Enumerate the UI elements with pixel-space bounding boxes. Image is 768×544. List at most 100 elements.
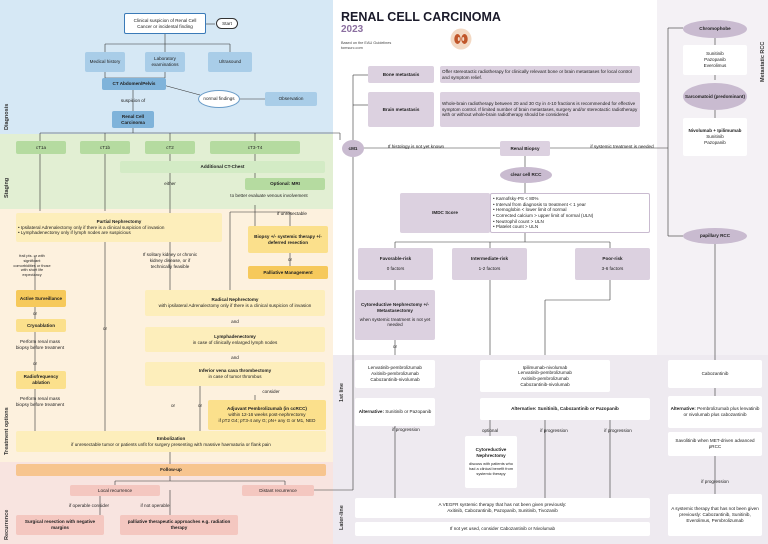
imdc-item-2-text: Interval from diagnosis to treatment < 1… — [495, 201, 586, 207]
int-alt-line: Alternative: Sunitinib, Cabozantinib or … — [511, 406, 619, 412]
ct1b-box: cT1b — [80, 141, 130, 154]
source-note: Based on the EAU Guidelines tomsurc.com — [341, 41, 391, 50]
imdc-item-1: • Karnofsky-PS < 80% — [493, 195, 539, 201]
sarcomatoid-treatment-box: Nivolumab + Ipilimumab Sunitinib Pazopan… — [683, 118, 747, 156]
first-line-label: 1st line — [339, 383, 345, 402]
ct-abdomen-box: CT Abdomen/Pelvis — [102, 78, 166, 90]
frail-note: frail pts. or with significant comorbidi… — [13, 254, 51, 278]
surgical-resection-box: Surgical resection with negative margins — [16, 515, 104, 535]
ct-chest-box: Additional CT-Chest — [120, 161, 325, 173]
papillary-oval: papillary RCC — [683, 228, 747, 244]
lymphadenectomy-box: Lymphadenectomy in case of clinically en… — [145, 327, 325, 352]
later-line-alternative-box: If not yet used, consider Cabozantinib o… — [355, 522, 650, 536]
optional-label: optional — [481, 427, 499, 433]
page-year: 2023 — [341, 24, 364, 35]
sarcomatoid-oval: Sarcomatoid (predominant) — [683, 83, 747, 110]
cytoreductive-later-box: Cytoreductive Nephrectomy discuss with p… — [465, 436, 517, 488]
adjuvant-title: Adjuvant Pembrolizumab (in ccRCC) — [227, 406, 307, 412]
if-progression-label-1: if progression — [392, 426, 420, 432]
intermediate-risk-box: Intermediate-risk 1-2 factors — [452, 248, 527, 280]
later-main: A VEGFR systemic therapy that has not be… — [438, 502, 567, 508]
partial-bullet-2: • Lymphadenectomy only if lymph nodes ar… — [18, 230, 131, 236]
ct3-ct4-box: cT3-T4 — [210, 141, 300, 154]
favorable-alternative-box: Alternative: Sunitinib or Pazopanib — [355, 398, 435, 426]
unresectable-label: if unresectable — [277, 211, 307, 217]
distant-recurrence-box: Distant recurrence — [242, 485, 314, 496]
radical-nephrectomy-box: Radical Nephrectomy with ipsilateral Adr… — [145, 290, 325, 316]
active-surveillance-box: Active Surveillance — [16, 290, 66, 307]
mri-box: Optional: MRI — [245, 178, 325, 190]
brain-metastasis-box: Brain metastasis — [368, 92, 434, 127]
follow-up-box: Follow-up — [16, 464, 326, 476]
radical-sub: with ipsilateral Adrenalectomy only if t… — [158, 303, 312, 308]
cyto-sub: when systemic treatment is not yet neede… — [359, 316, 431, 328]
recurrence-label: Recurrence — [4, 509, 10, 540]
poor-title: Poor-risk — [602, 256, 623, 262]
if-systemic-label: if systemic treatment is needed — [590, 144, 654, 150]
cyto2-sub: discuss with patients who had a clinical… — [468, 460, 514, 476]
intermediate-title: Intermediate-risk — [470, 256, 509, 262]
papillary-savolitinib-box: Savolitinib when MET-driven advanced pRC… — [668, 432, 762, 456]
adjuvant-sub: within 12-16 weeks post-nephrectomy if p… — [218, 412, 316, 423]
cyto2-title: Cytoreductive Nephrectomy — [475, 447, 507, 459]
embolization-sub: if unresectable tumor or patients unfit … — [71, 441, 271, 447]
pap-alt-bold: Alternative: — [670, 406, 696, 412]
imdc-item-2: • Interval from diagnosis to treatment <… — [493, 201, 586, 207]
imdc-item-6-text: Platelet count > ULN — [495, 224, 539, 230]
palliative-approaches-box: palliative therapeutic approaches e.g. r… — [120, 515, 238, 535]
later-line-label: Later-line — [339, 505, 345, 530]
solitary-kidney-note: If solitary kidney or chronic kidney dis… — [142, 252, 198, 269]
favorable-sub: 0 factors — [386, 266, 405, 271]
imdc-item-6: • Platelet count > ULN — [493, 224, 539, 230]
and-label-1: and — [231, 318, 239, 324]
favorable-first-line-box: Lenvatinib-pembrolizumab Axitinib-pembro… — [355, 360, 435, 388]
if-operable-label: if operable consider — [68, 502, 110, 508]
consider-label: consider — [262, 388, 280, 394]
rcc-box: Renal Cell Carcinoma — [112, 111, 154, 128]
ultrasound-box: Ultrasound — [208, 52, 252, 72]
if-progression-label-3: if progression — [604, 427, 632, 433]
palliative-management-box: Palliative Management — [248, 266, 328, 279]
papillary-progression-label: if progression — [701, 478, 729, 484]
adjuvant-pembrolizumab-box: Adjuvant Pembrolizumab (in ccRCC) within… — [208, 400, 326, 430]
either-label: either — [164, 181, 176, 187]
partial-bullet-1-text: Ipsilateral Adrenalectomy only if there … — [20, 224, 165, 230]
chromophobe-oval: Chromophobe — [683, 20, 747, 38]
and-label-2: and — [231, 354, 239, 360]
fav-alt-text: Sunitinib or Pazopanib — [384, 409, 432, 415]
poor-risk-box: Poor-risk 3-6 factors — [575, 248, 650, 280]
radiofrequency-box: Radiofrequency ablation — [16, 371, 66, 389]
embolization-box: Embolization if unresectable tumor or pa… — [16, 431, 326, 452]
medical-history-box: Medical history — [85, 52, 125, 72]
partial-nephrectomy-box: Partial Nephrectomy • Ipsilateral Adrena… — [16, 213, 222, 242]
cyto-title: Cytoreductive Nephrectomy +/- Metastasec… — [360, 302, 430, 313]
partial-bullet-2-text: Lymphadenectomy only if lymph nodes are … — [20, 230, 131, 236]
cm1-oval: cM1 — [342, 140, 364, 157]
biopsy-systemic-box: Biopsy +/- systemic therapy +/- deferred… — [248, 226, 328, 253]
cytoreductive-metastasectomy-box: Cytoreductive Nephrectomy +/- Metastasec… — [355, 290, 435, 340]
embolization-title: Embolization — [156, 435, 186, 441]
cryoablation-box: Cryoablation — [16, 319, 66, 332]
intermediate-alternative-box: Alternative: Sunitinib, Cabozantinib or … — [480, 398, 650, 420]
int-alt-bold: Alternative: — [511, 406, 537, 412]
mri-sub-label: to better evaluate venous involvement — [230, 192, 308, 198]
clear-cell-oval: clear cell RCC — [500, 167, 552, 183]
intermediate-sub: 1-2 factors — [478, 266, 501, 271]
ct1a-box: cT1a — [16, 141, 66, 154]
sarc-text: Sunitinib Pazopanib — [704, 134, 726, 145]
if-histology-label: If histology is not yet known — [387, 144, 445, 150]
clinical-suspicion-box: Clinical suspicion of Renal Cell Cancer … — [124, 13, 206, 34]
based-on-text: Based on the EAU Guidelines — [341, 41, 392, 45]
laboratory-box: Laboratory examinations — [145, 52, 185, 72]
lymph-sub: in case of clinically enlarged lymph nod… — [192, 339, 278, 345]
diagnosis-label: Diagnosis — [4, 103, 10, 130]
bone-metastasis-box: Bone metastasis — [368, 66, 434, 83]
imdc-item-5-text: Neutrophil count > ULN — [495, 218, 544, 224]
favorable-risk-box: Favorable-risk 0 factors — [358, 248, 433, 280]
pap-alt-text: Pembrolizumab plus lenvatinib or nivolum… — [683, 406, 760, 417]
imdc-criteria-list: • Karnofsky-PS < 80% • Interval from dia… — [490, 193, 650, 233]
imdc-item-3-text: Hemoglobin < lower limit of normal — [495, 207, 567, 213]
or-label-fav: or — [392, 343, 398, 349]
fav-alt-line: Alternative: Sunitinib or Pazopanib — [359, 409, 432, 415]
later-list: Axitinib, Cabozantinib, Pazopanib, Sunit… — [447, 508, 558, 513]
